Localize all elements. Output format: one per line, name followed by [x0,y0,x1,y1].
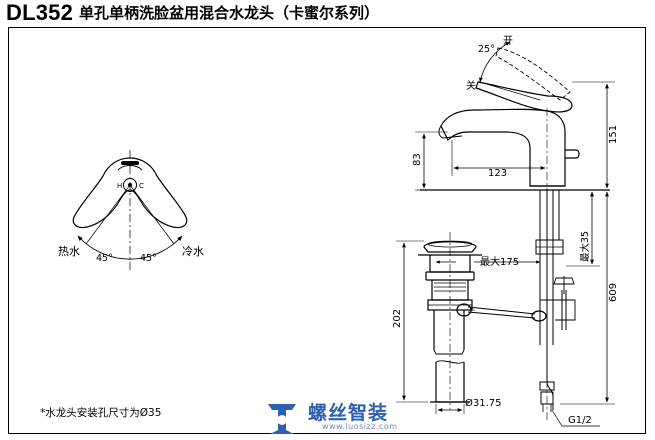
label-open: 开 [503,36,513,47]
watermark-text: 螺丝智装 [308,402,389,424]
top-view: H C [72,150,188,272]
faucet-side-view [420,41,610,420]
watermark-url: www.luosizz.com [322,422,398,431]
drawing-frame [8,27,646,434]
dim-faucet-height: 151 [608,125,619,144]
label-close: 关 [466,79,476,92]
model-code: DL352 [6,0,74,25]
dim-drain-length: 202 [392,309,403,328]
label-cold-water: 冷水 [182,245,204,258]
product-name: 单孔单柄洗脸盆用混合水龙头（卡蜜尔系列） [79,4,380,22]
dim-max-deck: 最大35 [579,231,591,262]
svg-text:H: H [117,182,122,190]
drain-assembly [418,232,576,410]
watermark-logo-icon [268,404,296,434]
dim-drain-diameter: Ø31.75 [465,397,502,409]
dim-max-thickness-prefix: 最大 [480,255,500,268]
page-title: DL352 单孔单柄洗脸盆用混合水龙头（卡蜜尔系列） [6,0,379,26]
label-hot-water: 热水 [58,245,80,258]
footnote: *水龙头安装孔尺寸为Ø35 [40,407,162,419]
dim-spout-height: 83 [412,153,423,166]
angle-right: 45° [140,253,157,264]
dimension-lines [396,81,615,427]
dim-spout-reach: 123 [488,168,507,179]
angle-left: 45° [96,253,113,264]
dim-max-thickness: 最大175 [480,255,519,268]
dim-max-thickness-value: 175 [500,257,519,268]
svg-text:C: C [139,182,144,190]
angle-open: 25° [478,44,495,55]
dim-hose-length: 609 [608,283,619,302]
dim-hose-thread: G1/2 [568,415,592,426]
